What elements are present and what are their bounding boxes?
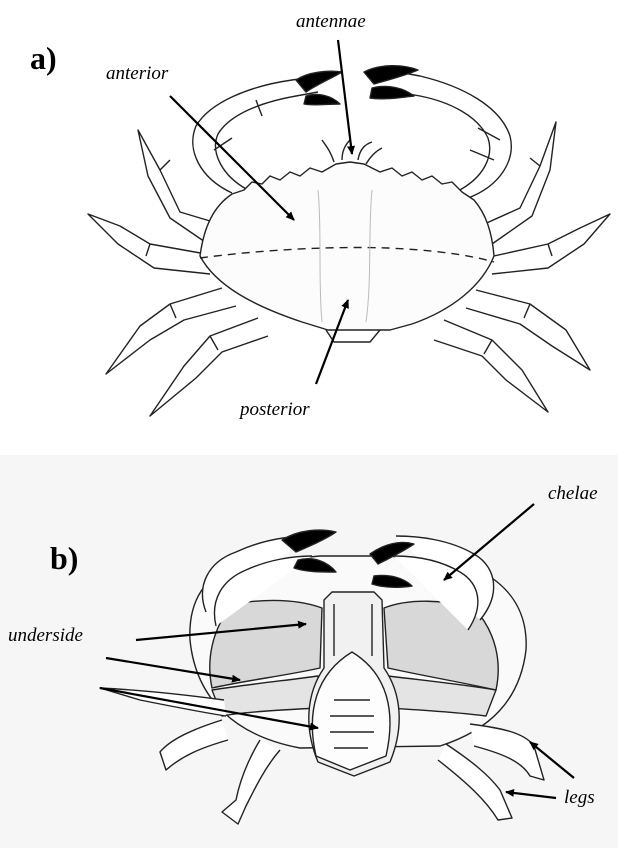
crab-dorsal-drawing	[88, 66, 610, 416]
panel-b-letter: b)	[50, 542, 78, 574]
legs-pointer-lower	[506, 792, 556, 798]
legs-label: legs	[564, 788, 595, 807]
crab-ventral-drawing	[100, 530, 544, 824]
antennae-pointer	[338, 40, 352, 154]
panel-a-letter: a)	[30, 42, 57, 74]
anterior-label: anterior	[106, 64, 168, 83]
antennae-label: antennae	[296, 12, 366, 31]
posterior-label: posterior	[240, 400, 310, 419]
chelae-label: chelae	[548, 484, 598, 503]
underside-label: underside	[8, 626, 83, 645]
